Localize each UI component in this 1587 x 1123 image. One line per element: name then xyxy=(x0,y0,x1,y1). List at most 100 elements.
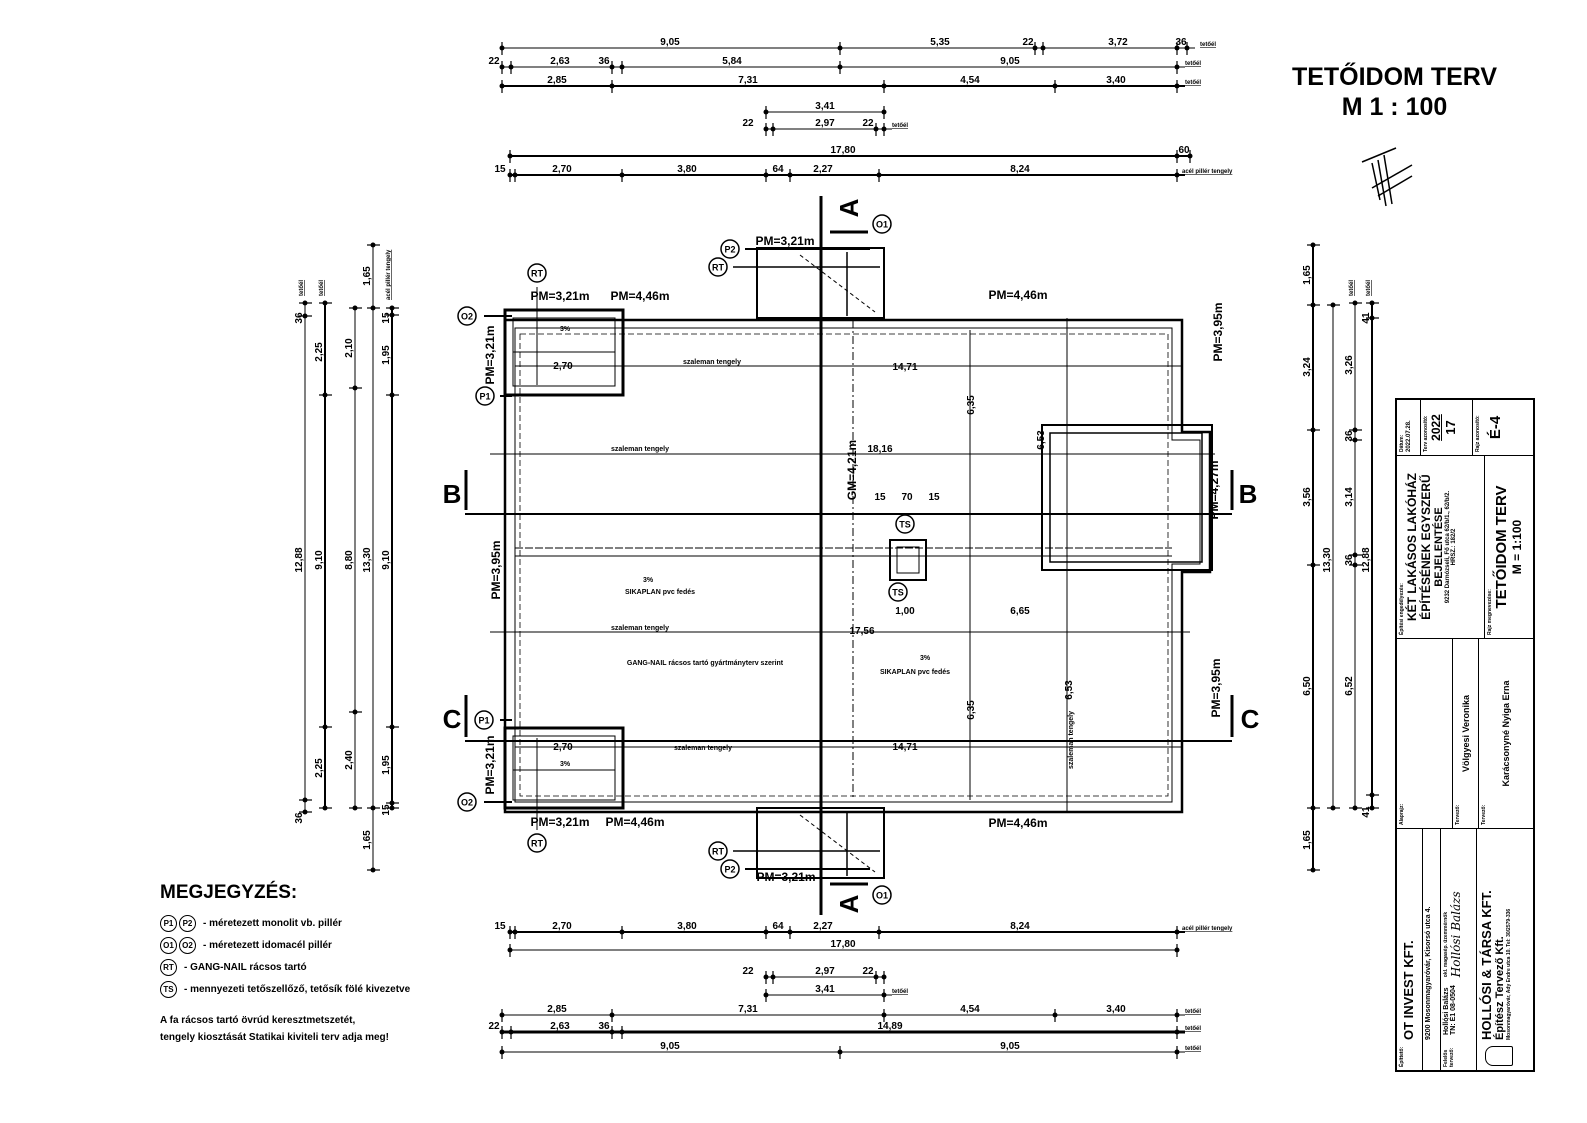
tag-o1-icon: O1 xyxy=(872,214,892,234)
firm-address: Mosonmagyaróvár, Ady Endre utca 10. Tel:… xyxy=(1506,908,1512,1040)
plan-label: szaleman tengely xyxy=(674,745,732,752)
dimension-dot xyxy=(619,64,625,70)
plan-label: A xyxy=(834,894,864,913)
dimension-dot xyxy=(322,805,328,811)
dimension-label: 9,05 xyxy=(1000,1041,1020,1052)
dimension-dot xyxy=(322,392,328,398)
tag-label: O2 xyxy=(461,798,473,808)
tag-label: RT xyxy=(531,269,543,279)
dimension-label: 3,26 xyxy=(1344,355,1355,375)
dimension-label: 22 xyxy=(742,118,754,129)
dimension-dot xyxy=(873,126,879,132)
dimension-dot xyxy=(1369,315,1375,321)
roof-outline-inner xyxy=(514,327,1201,803)
dimension-dot xyxy=(499,64,505,70)
tag-label: RT xyxy=(531,839,543,849)
tag-rt-icon: RT xyxy=(527,833,547,853)
plan-label: szaleman tengely xyxy=(1068,711,1075,769)
legend-note-line: A fa rácsos tartó övrúd keresztmetszetét… xyxy=(160,1015,356,1026)
dimension-dot xyxy=(1310,805,1316,811)
dimension-label: 15 xyxy=(381,804,392,816)
dimension-dot xyxy=(512,929,518,935)
dimension-label: 2,97 xyxy=(815,118,835,129)
dimension-dot xyxy=(1174,1029,1180,1035)
plan-label: 15 xyxy=(928,492,940,503)
dimension-label: 60 xyxy=(1178,145,1190,156)
dimension-label: 6,52 xyxy=(1344,676,1355,696)
top-center-box-diag xyxy=(799,254,876,313)
firm-sub: Építész Tervező Kft. xyxy=(1494,936,1506,1040)
dimension-chain: 17,80 xyxy=(507,939,1180,957)
dimension-label: 9,10 xyxy=(381,550,392,570)
dimension-label: 8,24 xyxy=(1010,921,1030,932)
dimension-dot xyxy=(508,64,514,70)
project-line: ÉPÍTÉSÉNEK EGYSZERŰ xyxy=(1419,474,1433,620)
dimension-label: 8,80 xyxy=(344,550,355,570)
tag-label: RT xyxy=(712,847,724,857)
plan-label: PM=3,95m xyxy=(1211,302,1225,361)
north-arrow-icon xyxy=(1361,147,1413,207)
client-name: OT INVEST KFT. xyxy=(1401,940,1416,1040)
dimension-dot xyxy=(499,1029,505,1035)
plan-label: 17,56 xyxy=(849,626,874,637)
dimension-dot xyxy=(352,305,358,311)
dimension-label: 3,40 xyxy=(1106,1004,1126,1015)
dimension-label: 1,65 xyxy=(1302,265,1313,285)
dimension-label: 13,30 xyxy=(1322,547,1333,572)
dimension-chain: 1,653,243,566,501,65 xyxy=(1302,242,1320,873)
tag-o2-icon: O2 xyxy=(457,792,477,812)
dimension-label: 17,80 xyxy=(830,939,855,950)
dimension-dot xyxy=(322,300,328,306)
tag-circle xyxy=(888,582,908,602)
tag-p2-icon: P2 xyxy=(720,239,740,259)
plan-id-year: 2022 xyxy=(1429,414,1443,441)
dimension-dot xyxy=(609,1012,615,1018)
dimension-label: 3,41 xyxy=(815,101,835,112)
title-block-client-column: Építtető: OT INVEST KFT. 9200 Mosonmagya… xyxy=(1397,828,1533,1070)
dimension-label: 9,05 xyxy=(1000,56,1020,67)
plan-label: PM=4,46m xyxy=(610,289,669,303)
roof-inner-dashed xyxy=(519,333,1169,797)
tag-o2-icon: O2 xyxy=(179,936,196,954)
dimension-dot xyxy=(763,929,769,935)
dimension-dot xyxy=(881,109,887,115)
bottom-center-box-diag xyxy=(799,814,876,873)
tag-label: O1 xyxy=(876,891,888,901)
dimension-label: 2,63 xyxy=(550,56,570,67)
plan-label: PM=3,21m xyxy=(530,289,589,303)
dimension-label: 36 xyxy=(1344,430,1355,442)
dimension-dot xyxy=(389,805,395,811)
dimension-dot xyxy=(352,385,358,391)
dimension-label: 3,72 xyxy=(1108,37,1128,48)
dimension-label: 41 xyxy=(1361,806,1372,818)
project-line: KÉT LAKÁSOS LAKÓHÁZ xyxy=(1405,473,1419,621)
dimension-label: 22 xyxy=(488,56,500,67)
dimension-tag: tetőél xyxy=(319,280,325,296)
dimension-dot xyxy=(787,172,793,178)
tag-circle xyxy=(527,833,547,853)
dimension-label: 2,25 xyxy=(314,758,325,778)
plan-id-num: 17 xyxy=(1443,420,1458,435)
dimension-dot xyxy=(1174,83,1180,89)
dimension-dot xyxy=(1352,437,1358,443)
dimension-tag: acél pillér tengely xyxy=(1182,926,1233,932)
dimension-dot xyxy=(1330,805,1336,811)
dimension-dot xyxy=(1369,792,1375,798)
dimension-dot xyxy=(352,709,358,715)
dimension-tag: tetőél xyxy=(1185,80,1201,86)
legend-item-text: - méretezett idomacél pillér xyxy=(203,939,332,951)
dimension-dot xyxy=(499,1012,505,1018)
bottom-left-box xyxy=(503,726,625,810)
plan-label: C xyxy=(443,704,462,734)
dimension-dot xyxy=(1174,64,1180,70)
tag-circle xyxy=(872,214,892,234)
plan-label: PM=3,21m xyxy=(530,815,589,829)
tag-p1-icon: P1 xyxy=(474,710,494,730)
dimension-dot xyxy=(507,153,513,159)
